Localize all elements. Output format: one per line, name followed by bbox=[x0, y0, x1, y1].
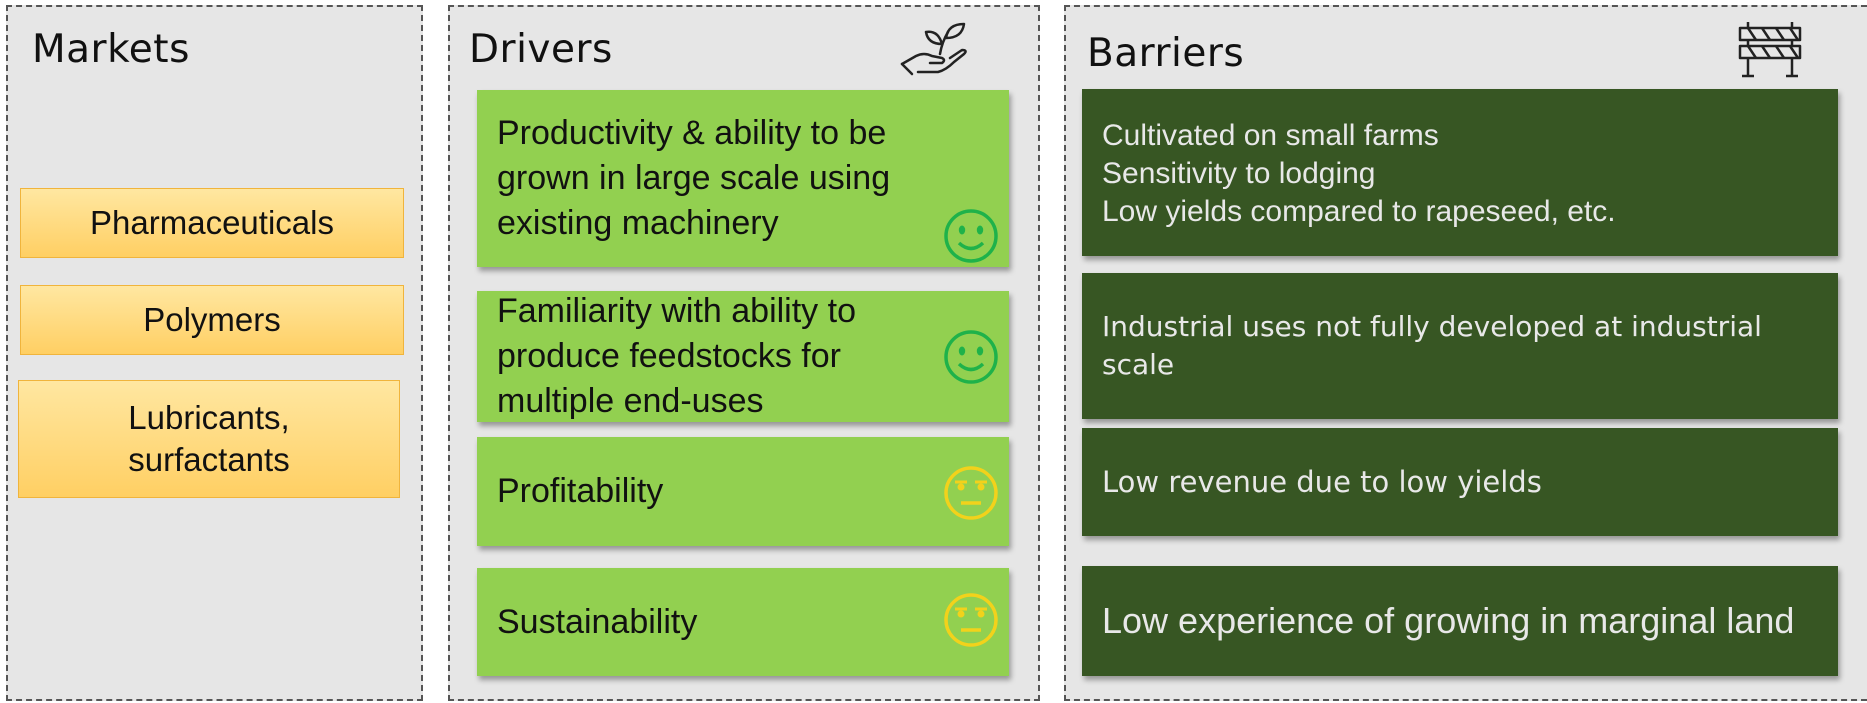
driver-item-sustainability: Sustainability bbox=[477, 568, 1009, 676]
barrier-item-label: Low revenue due to low yields bbox=[1102, 465, 1542, 499]
market-item-pharmaceuticals: Pharmaceuticals bbox=[20, 188, 404, 258]
plant-in-hand-icon bbox=[900, 22, 967, 76]
barrier-line: Cultivated on small farms bbox=[1102, 119, 1439, 152]
driver-item-productivity: Productivity & ability to be grown in la… bbox=[477, 90, 1009, 267]
driver-item-label: Familiarity with ability to produce feed… bbox=[497, 292, 856, 420]
market-item-polymers: Polymers bbox=[20, 285, 404, 355]
barrier-item-cultivation: Cultivated on small farms Sensitivity to… bbox=[1082, 89, 1838, 256]
driver-item-profitability: Profitability bbox=[477, 437, 1009, 546]
barrier-item-label: Industrial uses not fully developed at i… bbox=[1102, 310, 1762, 381]
driver-item-familiarity: Familiarity with ability to produce feed… bbox=[477, 291, 1009, 422]
barrier-item-marginal-land: Low experience of growing in marginal la… bbox=[1082, 566, 1838, 676]
road-barrier-icon bbox=[1738, 22, 1802, 78]
neutral-face-icon bbox=[944, 466, 998, 520]
barriers-title: Barriers bbox=[1087, 31, 1245, 76]
driver-item-label: Profitability bbox=[497, 472, 664, 510]
neutral-face-icon bbox=[944, 593, 998, 647]
market-item-lubricants-label: Lubricants, surfactants bbox=[128, 399, 290, 478]
driver-item-label: Productivity & ability to be grown in la… bbox=[497, 114, 891, 242]
barrier-item-label: Low experience of growing in marginal la… bbox=[1102, 600, 1795, 641]
barrier-line: Sensitivity to lodging bbox=[1102, 157, 1376, 190]
markets-title: Markets bbox=[32, 27, 190, 72]
driver-item-label: Sustainability bbox=[497, 602, 698, 641]
smiley-icon bbox=[944, 209, 998, 263]
market-item-lubricants: Lubricants, surfactants bbox=[18, 380, 400, 498]
drivers-title: Drivers bbox=[469, 27, 613, 72]
smiley-icon bbox=[944, 330, 998, 384]
barrier-line: Low yields compared to rapeseed, etc. bbox=[1102, 195, 1616, 228]
barrier-item-industrial-uses: Industrial uses not fully developed at i… bbox=[1082, 273, 1838, 419]
barrier-item-low-revenue: Low revenue due to low yields bbox=[1082, 428, 1838, 536]
